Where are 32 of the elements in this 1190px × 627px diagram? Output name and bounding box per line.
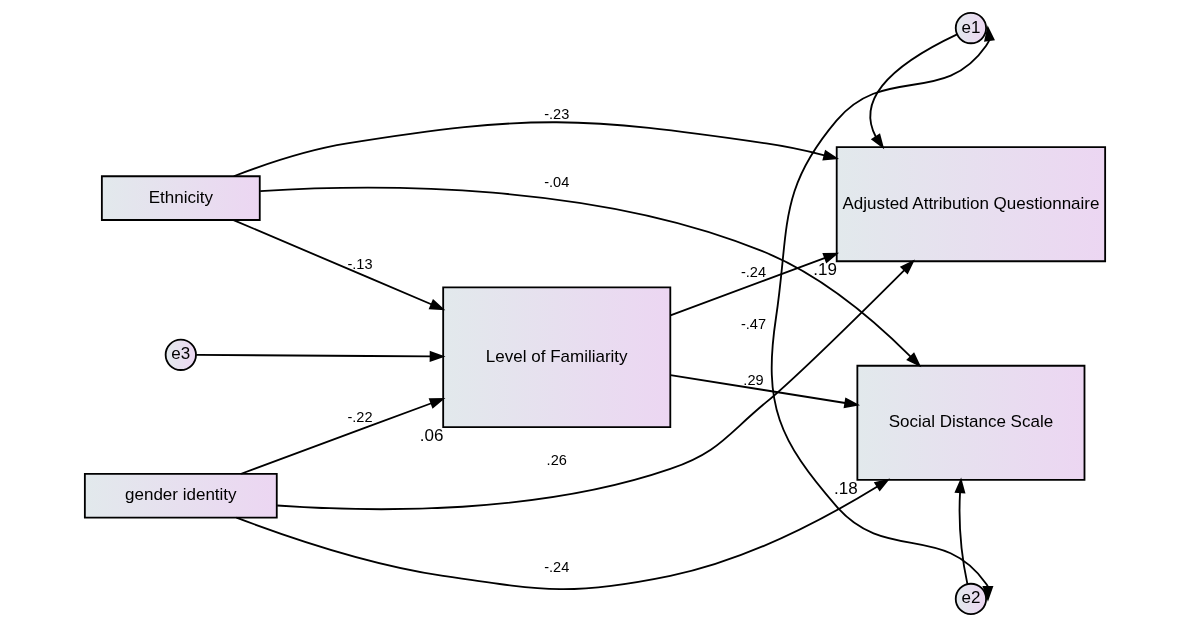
node-label: .06 (419, 425, 444, 445)
arrow (232, 121, 839, 178)
edge-label: -.22 (347, 409, 373, 426)
edge-label: -.24 (544, 558, 570, 575)
arrow (669, 252, 840, 317)
arrow (240, 398, 446, 475)
edge-label: -.04 (544, 173, 570, 190)
arrow (232, 219, 446, 311)
arrow (669, 374, 861, 409)
edge-label: .29 (743, 371, 764, 388)
node-box: Social Distance Scale (856, 364, 1086, 481)
edge-label: -.47 (740, 316, 767, 333)
arrow (276, 259, 915, 511)
arrow (869, 33, 958, 150)
node-circle: e2 (954, 582, 987, 616)
node-box: Level of Familiarity (442, 286, 672, 428)
node-box: gender identity (83, 472, 278, 519)
edge-label: .26 (546, 451, 567, 468)
node-label: .18 (834, 478, 858, 498)
node-box: Adjusted Attribution Questionnaire (835, 146, 1107, 263)
arrow (259, 186, 922, 368)
edge-label: -.23 (544, 105, 570, 122)
arrow (770, 25, 995, 602)
node-label: .19 (813, 259, 837, 279)
edge-label: -.24 (740, 263, 767, 280)
node-circle: e1 (954, 11, 987, 45)
arrow (235, 478, 891, 590)
node-circle: e3 (164, 338, 197, 371)
arrow (954, 477, 969, 586)
node-box: Ethnicity (100, 175, 261, 221)
edge-label: -.13 (347, 256, 373, 273)
arrow (195, 350, 446, 362)
